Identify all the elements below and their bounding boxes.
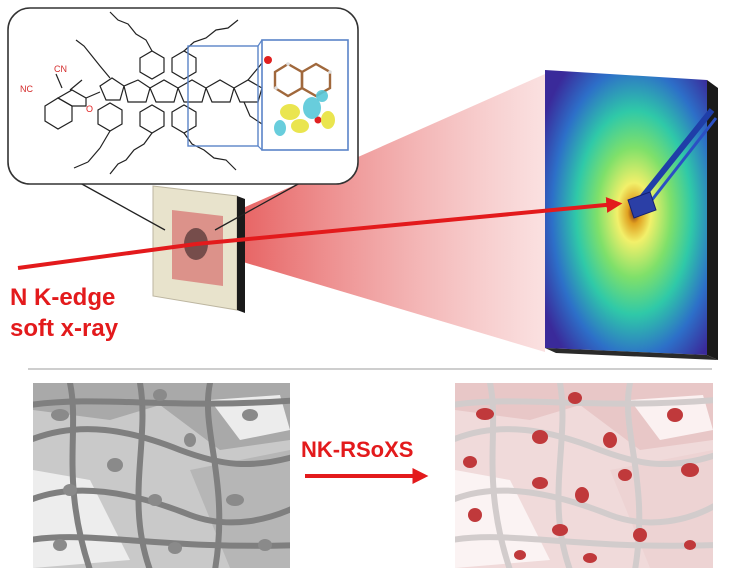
incident-beam <box>17 242 197 270</box>
beam-label-line2: soft x-ray <box>10 315 119 342</box>
atom-label-o-left: O <box>86 104 93 114</box>
atom-label-nc-left: NC <box>20 84 33 94</box>
detector-panel-icon <box>545 70 718 360</box>
zoom-line-right <box>214 182 301 231</box>
orbital-inset-icon <box>261 39 349 151</box>
morphology-gray-icon <box>33 383 290 568</box>
zoom-line-left <box>79 182 166 231</box>
beam-label-line1: N K-edge <box>10 284 115 311</box>
scattered-beam <box>195 196 623 246</box>
morphology-highlighted-icon <box>455 383 713 568</box>
end-group-highlight <box>187 45 259 147</box>
atom-label-cn-left: CN <box>54 64 67 74</box>
beamstop-icon <box>627 108 718 219</box>
technique-label: NK-RSoXS <box>301 437 413 462</box>
sample-film-icon <box>152 185 245 313</box>
scatter-cone <box>243 74 545 352</box>
